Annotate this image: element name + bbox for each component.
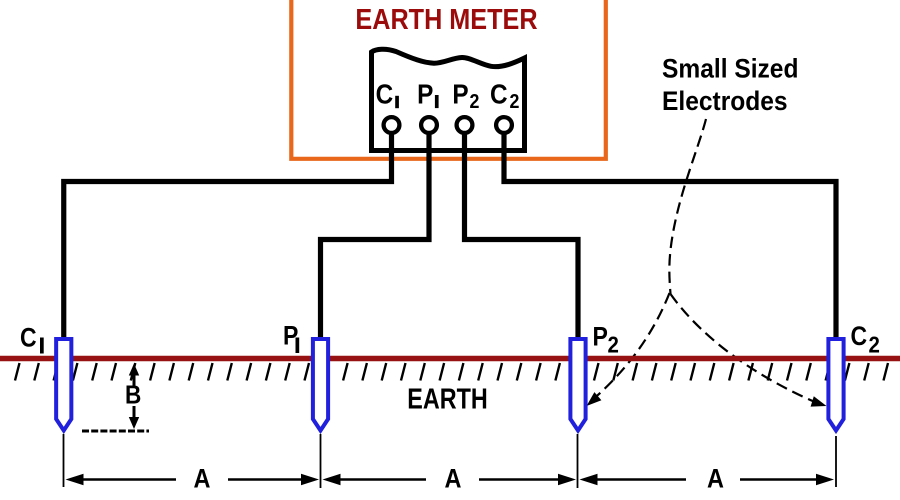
svg-text:A: A	[707, 464, 724, 494]
svg-text:P: P	[417, 78, 433, 110]
svg-text:2: 2	[470, 91, 480, 113]
svg-text:B: B	[125, 381, 141, 410]
svg-text:Small Sized: Small Sized	[662, 54, 798, 83]
svg-text:EARTH METER: EARTH METER	[355, 2, 538, 35]
svg-text:A: A	[194, 464, 211, 494]
svg-text:C: C	[376, 78, 394, 110]
svg-text:C: C	[851, 323, 868, 352]
svg-text:2: 2	[869, 331, 880, 358]
svg-text:P: P	[593, 323, 608, 352]
svg-text:C: C	[490, 78, 508, 110]
svg-text:2: 2	[608, 331, 619, 358]
svg-text:P: P	[452, 78, 468, 110]
svg-text:Electrodes: Electrodes	[662, 87, 788, 116]
svg-text:EARTH: EARTH	[407, 382, 487, 415]
svg-text:A: A	[445, 464, 462, 494]
svg-text:2: 2	[510, 91, 520, 113]
svg-text:C: C	[20, 324, 37, 353]
svg-text:P: P	[283, 322, 298, 351]
